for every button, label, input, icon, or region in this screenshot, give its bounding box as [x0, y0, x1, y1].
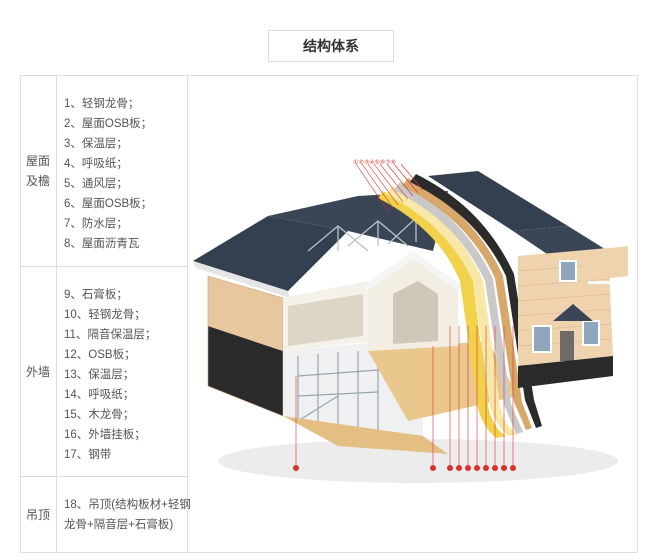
list-item: 15、木龙骨；	[64, 409, 135, 421]
house-structure-illustration: ①②③④⑤⑥⑦⑧	[188, 76, 637, 552]
section-wall: 外墙 9、石膏板； 10、轻钢龙骨； 11、隔音保温层； 12、OSB板； 13…	[20, 267, 188, 476]
list-item: 2、屋面OSB板；	[64, 118, 153, 130]
list-item: 8、屋面沥青瓦	[64, 238, 140, 250]
list-item: 9、石膏板；	[64, 289, 128, 301]
list-item: 11、隔音保温层；	[64, 329, 157, 341]
list-item: 3、保温层；	[64, 138, 128, 150]
svg-text:①②③④⑤⑥⑦⑧: ①②③④⑤⑥⑦⑧	[353, 159, 396, 166]
category-roof: 屋面及檐	[20, 76, 57, 266]
list-item: 5、通风层；	[64, 178, 128, 190]
table-divider	[187, 75, 188, 553]
section-title: 结构体系	[268, 30, 394, 62]
list-item: 6、屋面OSB板；	[64, 198, 153, 210]
item-list: 9、石膏板； 10、轻钢龙骨； 11、隔音保温层； 12、OSB板； 13、保温…	[58, 285, 188, 465]
row-divider	[20, 476, 188, 477]
category-label: 吊顶	[25, 507, 50, 522]
list-item: 18、吊顶(结构板材+轻钢	[64, 499, 191, 511]
category-label: 屋面及檐	[25, 154, 50, 188]
list-item: 14、呼吸纸；	[64, 389, 135, 401]
callout-markers-top: ①②③④⑤⑥⑦⑧	[353, 159, 396, 166]
list-item: 1、轻钢龙骨；	[64, 98, 140, 110]
structure-table	[20, 75, 638, 553]
list-item: 16、外墙挂板；	[64, 429, 146, 441]
list-item: 7、防水层；	[64, 218, 128, 230]
section-ceiling: 吊顶 18、吊顶(结构板材+轻钢 龙骨+隔音层+石膏板)	[20, 477, 191, 552]
item-list: 18、吊顶(结构板材+轻钢 龙骨+隔音层+石膏板)	[58, 495, 191, 535]
row-divider	[20, 266, 188, 267]
category-wall: 外墙	[20, 267, 57, 476]
list-item: 龙骨+隔音层+石膏板)	[64, 519, 174, 531]
list-item: 10、轻钢龙骨；	[64, 309, 146, 321]
section-roof: 屋面及檐 1、轻钢龙骨； 2、屋面OSB板； 3、保温层； 4、呼吸纸； 5、通…	[20, 76, 188, 266]
category-label: 外墙	[25, 364, 50, 379]
list-item: 12、OSB板；	[64, 349, 136, 361]
category-ceiling: 吊顶	[20, 477, 57, 552]
item-list: 1、轻钢龙骨； 2、屋面OSB板； 3、保温层； 4、呼吸纸； 5、通风层； 6…	[58, 94, 188, 254]
list-item: 17、钢带	[64, 449, 112, 461]
list-item: 13、保温层；	[64, 369, 135, 381]
list-item: 4、呼吸纸；	[64, 158, 128, 170]
house-cutaway-image: ①②③④⑤⑥⑦⑧	[193, 159, 628, 483]
